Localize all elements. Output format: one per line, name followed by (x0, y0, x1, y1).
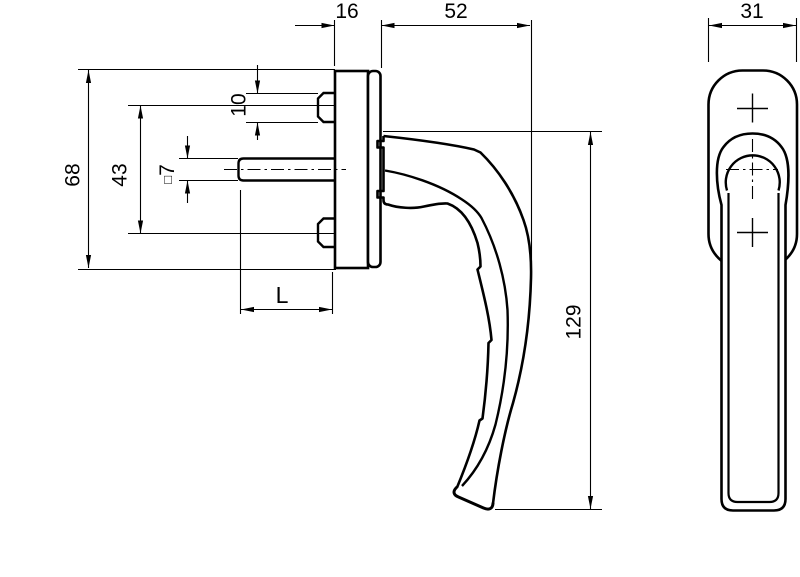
square-size: 7 (156, 164, 179, 176)
grip-inner-lines (727, 193, 780, 504)
grip-end-cap (452, 486, 495, 511)
neck-inner-arc (724, 154, 781, 191)
screw-boss-top (316, 91, 335, 124)
dim-label-handle-length: 129 (563, 304, 586, 339)
spindle-side (237, 157, 335, 182)
dimension-lines (78, 18, 798, 511)
side-view (224, 69, 533, 511)
dimension-labels: 16 52 31 68 43 10 □7 L 129 (62, 0, 764, 340)
handle-middle-contour (384, 169, 509, 487)
dimension-arrows (85, 22, 796, 510)
front-view (707, 69, 799, 512)
square-symbol: □ (160, 176, 175, 184)
handle-outer-edge (383, 134, 533, 504)
dim-label-front-width: 31 (740, 0, 763, 23)
screw-cross-marks (737, 93, 768, 247)
dim-label-hole-spacing: 43 (109, 163, 132, 186)
dim-label-rosette-depth: 16 (335, 0, 358, 23)
dimension-and-extension-lines (78, 18, 798, 511)
dim-label-rosette-height: 68 (62, 163, 85, 186)
rosette-cap-side (366, 69, 382, 269)
screw-boss-bottom (316, 217, 335, 249)
dim-label-spindle-square: □7 (156, 164, 179, 184)
front-centerlines (726, 139, 778, 199)
dim-label-handle-projection: 52 (444, 0, 467, 23)
dim-label-boss-height: 10 (228, 93, 251, 116)
grip-front-outline (715, 132, 790, 512)
dim-label-spindle-length: L (276, 282, 289, 308)
handle-neck-and-front-edge (376, 136, 493, 488)
rosette-plate-side (333, 69, 370, 270)
